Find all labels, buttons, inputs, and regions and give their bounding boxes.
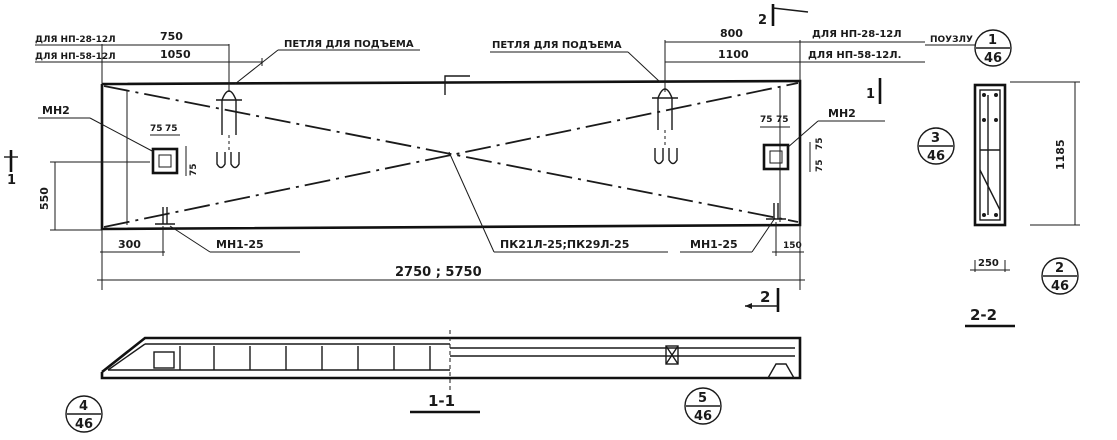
label-for-np28: ДЛЯ НП-28-12Л — [35, 35, 116, 45]
dim-75b: 75 — [165, 124, 178, 134]
label-mn1-left: МН1-25 — [216, 238, 264, 251]
label-lift-loop-right: ПЕТЛЯ ДЛЯ ПОДЪЕМА — [492, 40, 622, 51]
dim-800: 800 — [720, 27, 743, 40]
cut-1-right-label: 1 — [866, 87, 875, 102]
label-frames: ПК21Л-25;ПК29Л-25 — [500, 238, 629, 251]
svg-text:46: 46 — [927, 149, 945, 164]
dim-75f: 75 — [815, 137, 825, 150]
label-for-np28-right: ДЛЯ НП-28-12Л — [812, 29, 902, 40]
svg-text:5: 5 — [698, 391, 707, 406]
lift-loop-left — [216, 90, 242, 169]
center-mark — [444, 75, 470, 95]
diagonal-2 — [103, 82, 799, 228]
dim-75g: 75 — [815, 159, 825, 172]
beam-outline — [100, 79, 802, 231]
dim-75d: 75 — [760, 115, 773, 125]
leader-mn2-left-d — [89, 117, 155, 153]
svg-text:3: 3 — [931, 131, 940, 146]
plan-view — [4, 4, 975, 312]
cut-1-left-label: 1 — [7, 173, 16, 188]
dim-overall: 2750 ; 5750 — [395, 265, 482, 280]
svg-text:1: 1 — [988, 33, 997, 48]
svg-text:2: 2 — [1055, 261, 1064, 276]
dim-1185: 1185 — [1054, 139, 1067, 170]
label-for-np58: ДЛЯ НП-58-12Л — [35, 52, 116, 62]
leader-lift-left — [234, 49, 279, 85]
leader-mn2-right — [786, 120, 819, 149]
dim-top-right — [664, 40, 975, 92]
svg-text:46: 46 — [75, 417, 93, 432]
plate-mn2-left — [151, 147, 179, 175]
label-mn1-right: МН1-25 — [690, 238, 738, 251]
cut-2-top-label: 2 — [758, 13, 767, 28]
cut-2-top — [771, 4, 809, 26]
dim-250: 250 — [978, 258, 999, 269]
svg-text:4: 4 — [79, 399, 88, 414]
dim-1100: 1100 — [718, 48, 749, 61]
label-po-uzlu: ПОУЗЛУ — [930, 35, 973, 45]
cut-2-bottom — [745, 288, 780, 312]
dim-top-left — [35, 44, 263, 92]
plate-mn1-left — [155, 207, 175, 225]
dim-150: 150 — [783, 241, 802, 251]
dim-75c: 75 — [189, 163, 199, 176]
label-mn2-right: МН2 — [828, 107, 856, 120]
section-2-2-view — [965, 81, 1080, 328]
label-section-1-1: 1-1 — [428, 392, 455, 410]
callout-1: 1 46 — [974, 29, 1012, 67]
callout-4: 4 46 — [65, 395, 103, 433]
section-1-1-view — [100, 330, 802, 414]
cut-1-left — [4, 150, 18, 172]
dim-550: 550 — [38, 187, 51, 210]
leader-mn1-right — [751, 217, 776, 253]
cut-2-bottom-label: 2 — [760, 288, 770, 306]
dim-300: 300 — [118, 238, 141, 251]
callout-5: 5 46 — [684, 387, 722, 425]
plate-mn2-right — [762, 143, 790, 171]
leader-lift-right — [627, 51, 661, 83]
dim-1050: 1050 — [160, 48, 191, 61]
callout-3: 3 46 — [917, 127, 955, 165]
leader-mn1-left — [169, 225, 211, 253]
dim-75e: 75 — [776, 115, 789, 125]
lift-loop-right — [652, 88, 678, 165]
svg-text:46: 46 — [1051, 279, 1069, 294]
label-lift-loop-left: ПЕТЛЯ ДЛЯ ПОДЪЕМА — [284, 39, 414, 50]
leader-frames — [448, 151, 495, 253]
dim-750: 750 — [160, 30, 183, 43]
dim-75a: 75 — [150, 124, 163, 134]
label-for-np58-right: ДЛЯ НП-58-12Л. — [808, 50, 901, 61]
svg-text:46: 46 — [694, 409, 712, 424]
label-mn2-left: МН2 — [42, 104, 70, 117]
svg-text:46: 46 — [984, 51, 1002, 66]
callout-2: 2 46 — [1041, 257, 1079, 295]
diagonal-1 — [103, 85, 799, 223]
label-section-2-2: 2-2 — [970, 306, 997, 324]
plate-mn1-right — [766, 203, 786, 220]
